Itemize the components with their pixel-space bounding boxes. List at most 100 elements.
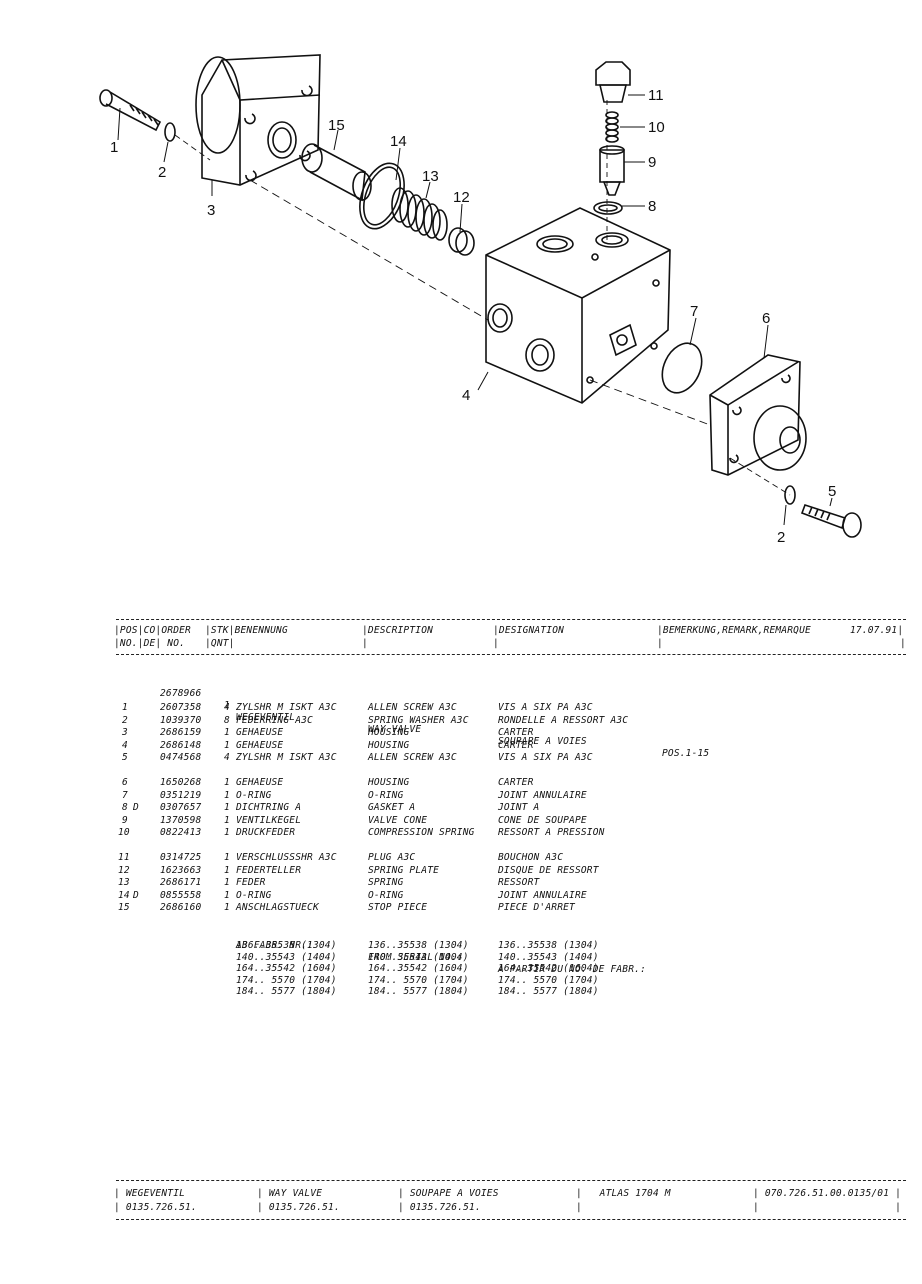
header-pos-label: |POS|CO|ORDER	[114, 625, 191, 636]
order-number: 0351219	[160, 789, 202, 801]
english-description: O-RING	[368, 789, 404, 801]
quantity: 1	[224, 814, 230, 826]
callout-2-right: 2	[777, 529, 785, 546]
code-flag: D	[133, 802, 139, 813]
header-no-label: |NO.|DE| NO.	[114, 638, 186, 649]
english-description: GASKET A	[368, 802, 416, 813]
footer-doc-bar: | |	[753, 1202, 901, 1213]
french-designation: RESSORT	[498, 877, 540, 888]
housing-part-3	[195, 54, 321, 186]
serial-fr: 140..35543 (1404)	[498, 951, 599, 963]
french-designation: JOINT ANNULAIRE	[498, 789, 587, 801]
quantity: 1	[224, 902, 230, 913]
german-name: ZYLSHR M ISKT A3C	[236, 702, 337, 713]
english-description: COMPRESSION SPRING	[368, 827, 475, 838]
plug-part-11	[595, 61, 631, 103]
german-name: ANSCHLAGSTUECK	[236, 902, 319, 913]
french-designation: JOINT ANNULAIRE	[498, 889, 587, 901]
order-number: 2686171	[160, 877, 202, 888]
english-description: HOUSING	[368, 727, 410, 738]
footer-document-number: | 070.726.51.00.0135/01 |	[753, 1188, 901, 1199]
callout-15: 15	[328, 117, 345, 134]
position-number: 1	[122, 702, 128, 713]
order-number: 0307657	[160, 802, 202, 813]
order-number: 1623663	[160, 864, 202, 876]
spring-part-13	[391, 187, 448, 241]
callout-5: 5	[828, 483, 836, 500]
serial-de: 174.. 5570 (1704)	[236, 974, 337, 986]
german-name: WEGEVENTIL	[236, 712, 296, 723]
header-bar: |	[493, 638, 499, 649]
quantity: 4	[224, 702, 230, 713]
english-description: WAY VALVE	[368, 724, 422, 735]
french-designation: JOINT A	[498, 802, 540, 813]
housing-part-6	[709, 354, 807, 476]
serial-header-en: FROM SERIAL NO.:	[368, 952, 463, 963]
o-ring-part-7	[661, 342, 703, 394]
quantity: 1	[224, 877, 230, 888]
valve-block-part-4	[485, 207, 671, 404]
table-header-rule	[116, 654, 906, 655]
position-number: 7	[122, 789, 128, 801]
quantity: 1	[224, 889, 230, 901]
header-stk-label: |STK|BENENNUNG	[205, 625, 288, 636]
quantity: 1	[224, 852, 230, 863]
serial-header-de: AB FABR. NR.:	[236, 940, 313, 951]
english-description: PLUG A3C	[368, 852, 416, 863]
serial-de: 136..35538 (1304)	[236, 940, 337, 951]
callout-12: 12	[453, 189, 470, 206]
french-designation: VIS A SIX PA A3C	[498, 702, 593, 713]
german-name: VERSCHLUSSSHR A3C	[236, 852, 337, 863]
spring-plate-part-12	[448, 227, 475, 256]
callout-8: 8	[648, 198, 656, 215]
position-number: 9	[122, 814, 128, 826]
german-name: DICHTRING A	[236, 802, 302, 813]
english-description: STOP PIECE	[368, 902, 428, 913]
position-number: 10	[118, 827, 130, 838]
position-number: 2	[122, 714, 128, 726]
footer-bottom-rule	[116, 1219, 906, 1220]
order-number: 1650268	[160, 777, 202, 788]
english-description: HOUSING	[368, 739, 410, 751]
footer-model: | ATLAS 1704 M	[576, 1188, 671, 1199]
footer-de-title: | WEGEVENTIL	[114, 1188, 186, 1199]
english-description: ALLEN SCREW A3C	[368, 752, 457, 763]
position-number: 3	[122, 727, 128, 738]
remark: POS.1-15	[662, 748, 710, 759]
french-designation: BOUCHON A3C	[498, 852, 564, 863]
quantity: 1	[224, 827, 230, 838]
position-number: 12	[118, 864, 130, 876]
gasket-part-8	[593, 201, 623, 215]
german-name: FEDERRING A3C	[236, 714, 313, 726]
german-name: GEHAEUSE	[236, 739, 284, 751]
german-name: O-RING	[236, 789, 272, 801]
position-number: 13	[118, 877, 130, 888]
header-remark-label: |BEMERKUNG,REMARK,REMARQUE	[657, 625, 811, 636]
header-description-label: |DESCRIPTION	[362, 625, 434, 636]
exploded-view-diagram: 1 2 3 15 14 13 12 11 10 9 8 7 6 4 5 2	[99, 54, 862, 546]
order-number: 1039370	[160, 714, 202, 726]
serial-de: 164..35542 (1604)	[236, 963, 337, 974]
table-top-rule	[116, 619, 906, 620]
serial-fr: 164..35542 (1604)	[498, 963, 599, 974]
french-designation: CARTER	[498, 727, 534, 738]
quantity: 8	[224, 714, 230, 726]
footer-top-rule	[116, 1180, 906, 1181]
header-qnt-label: |QNT|	[205, 638, 235, 649]
code-flag: D	[133, 889, 139, 901]
spring-part-10	[605, 111, 619, 143]
valve-cone-part-9	[599, 145, 625, 196]
french-designation: RONDELLE A RESSORT A3C	[498, 714, 629, 726]
callout-4: 4	[462, 387, 470, 404]
header-date: 17.07.91|	[850, 625, 904, 636]
callout-13: 13	[422, 168, 439, 185]
position-number: 6	[122, 777, 128, 788]
french-designation: CARTER	[498, 777, 534, 788]
order-number: 2686148	[160, 739, 202, 751]
order-number: 2607358	[160, 702, 202, 713]
serial-de: 140..35543 (1404)	[236, 951, 337, 963]
order-number: 0474568	[160, 752, 202, 763]
french-designation: VIS A SIX PA A3C	[498, 752, 593, 763]
callout-2: 2	[158, 164, 166, 181]
footer-en-number: | 0135.726.51.	[257, 1202, 340, 1213]
